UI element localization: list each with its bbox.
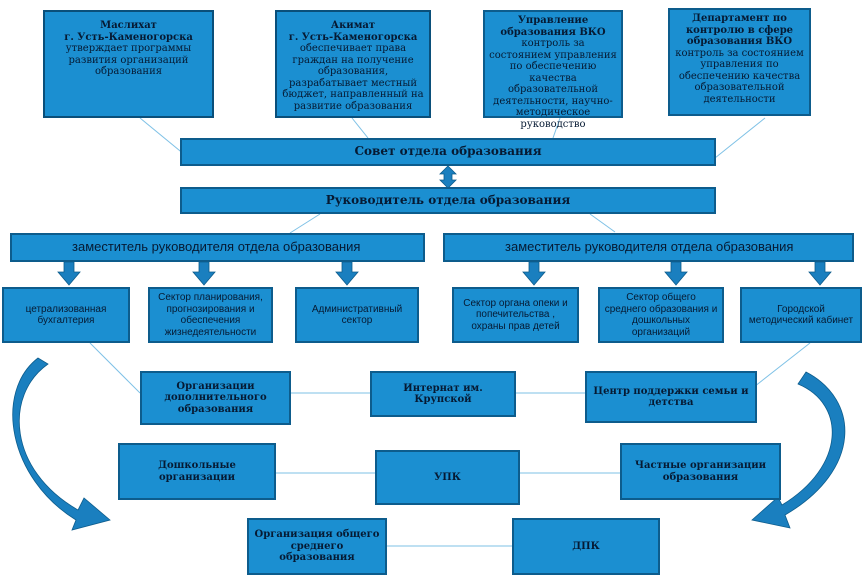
down-arrow-icon xyxy=(522,261,546,286)
akimat-title: Акимат г. Усть-Каменогорска xyxy=(288,20,418,43)
org-center: Центр поддержки семьи и детства xyxy=(585,371,757,423)
sector-accounting: цетрализованная бухгалтерия xyxy=(2,287,130,343)
org-dop: Организации дополнительного образования xyxy=(140,371,291,425)
council-box: Совет отдела образования xyxy=(180,138,716,166)
deputy-left-box: заместитель руководителя отдела образова… xyxy=(10,233,425,262)
departament-text: контроль за состоянием управления по обе… xyxy=(675,47,804,105)
upravlenie-title: Управление образования ВКО xyxy=(500,15,606,38)
connector-lines xyxy=(89,117,811,547)
departament-box: Департамент по контролю в сфере образова… xyxy=(668,8,811,116)
org-chastnye: Частные организации образования xyxy=(620,443,781,500)
down-arrow-icon xyxy=(808,261,832,286)
line-akimat-council xyxy=(351,117,369,139)
akimat-box: Акимат г. Усть-Каменогорска обеспечивает… xyxy=(275,10,431,118)
departament-title: Департамент по контролю в сфере образова… xyxy=(685,13,794,47)
double-arrow-icon xyxy=(439,165,457,189)
org-doshkol: Дошкольные организации xyxy=(118,443,276,500)
deputy-right-box: заместитель руководителя отдела образова… xyxy=(443,233,854,262)
line-upravlenie-council xyxy=(552,117,561,139)
org-internat: Интернат им. Крупской xyxy=(370,371,516,417)
maslikhat-box: Маслихат г. Усть-Каменогорска утверждает… xyxy=(43,10,214,118)
head-box: Руководитель отдела образования xyxy=(180,187,716,214)
arrows xyxy=(12,165,846,531)
line-maslikhat-council xyxy=(139,117,186,156)
org-dpk: ДПК xyxy=(512,518,660,575)
line-head-deputy-right xyxy=(589,213,616,233)
curved-arrow-left-icon xyxy=(12,357,111,531)
line-departament-council xyxy=(714,117,766,159)
akimat-text: обеспечивает права граждан на получение … xyxy=(282,43,424,112)
upravlenie-text: контроль за состоянием управления по обе… xyxy=(489,38,617,130)
down-arrow-icon xyxy=(192,261,216,286)
org-oso: Организация общего среднего образования xyxy=(247,518,387,575)
down-arrow-icon xyxy=(57,261,81,286)
upravlenie-box: Управление образования ВКО контроль за с… xyxy=(483,10,623,130)
down-arrow-icon xyxy=(664,261,688,286)
sector-admin: Административный сектор xyxy=(295,287,419,343)
maslikhat-text: утверждает программы развития организаци… xyxy=(65,43,192,77)
sector-planning: Сектор планирования, прогнозирования и о… xyxy=(148,287,273,343)
line-head-deputy-left xyxy=(289,213,321,234)
org-upk: УПК xyxy=(375,450,520,505)
sector-general-education: Сектор общего среднего образования и дош… xyxy=(598,287,724,343)
maslikhat-title: Маслихат г. Усть-Каменогорска xyxy=(64,20,193,43)
line-accounting-dop xyxy=(89,342,141,394)
curved-arrow-right-icon xyxy=(751,371,846,529)
sector-methodic: Городской методический кабинет xyxy=(740,287,862,343)
down-arrow-icon xyxy=(335,261,359,286)
sector-guardianship: Сектор органа опеки и попечительства , о… xyxy=(452,287,579,343)
